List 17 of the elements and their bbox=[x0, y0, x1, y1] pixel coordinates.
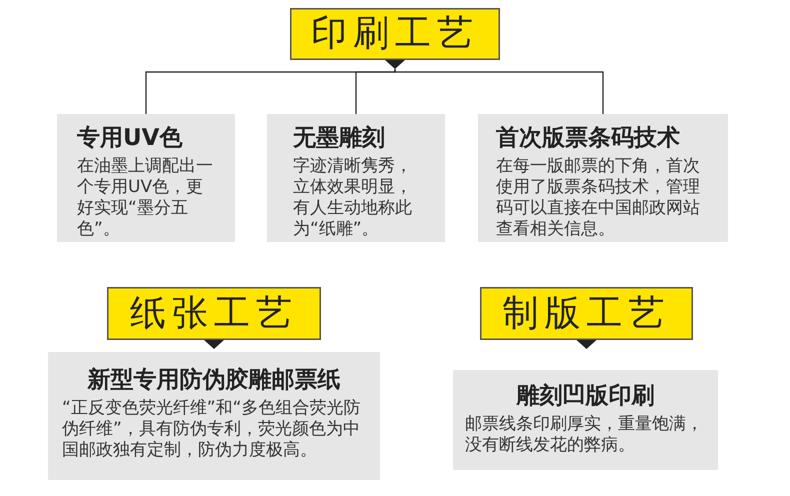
connector-line bbox=[394, 69, 604, 114]
description: “正反变色荧光纤维”和“多色组合荧光防伪纤维”，具有防伪专利，荧光颜色为中国邮政独有定制，防伪力度极高。 bbox=[62, 398, 362, 461]
description: 字迹清晰隽秀，立体效果明显，有人生动地称此为“纸雕”。 bbox=[293, 156, 413, 240]
info-box bbox=[453, 370, 718, 470]
info-box bbox=[48, 352, 380, 480]
heading: 首次版票条码技术 bbox=[496, 124, 681, 153]
description: 在油墨上调配出一个专用UV色，更好实现“墨分五色”。 bbox=[77, 156, 214, 240]
heading: 专用UV色 bbox=[77, 124, 184, 153]
heading: 无墨雕刻 bbox=[293, 124, 386, 153]
description: 在每一版邮票的下角，首次使用了版票条码技术，管理码可以直接在中国邮政网站查看相关信息。 bbox=[496, 156, 700, 240]
info-box bbox=[478, 114, 728, 242]
description: 邮票线条印刷厚实，重量饱满，没有断线发花的弊病。 bbox=[465, 414, 704, 456]
heading: 雕刻凹版印刷 bbox=[515, 382, 656, 411]
info-box bbox=[57, 114, 235, 242]
connector-line bbox=[355, 69, 396, 114]
info-box bbox=[267, 114, 445, 242]
heading: 新型专用防伪胶雕邮票纸 bbox=[86, 366, 342, 395]
